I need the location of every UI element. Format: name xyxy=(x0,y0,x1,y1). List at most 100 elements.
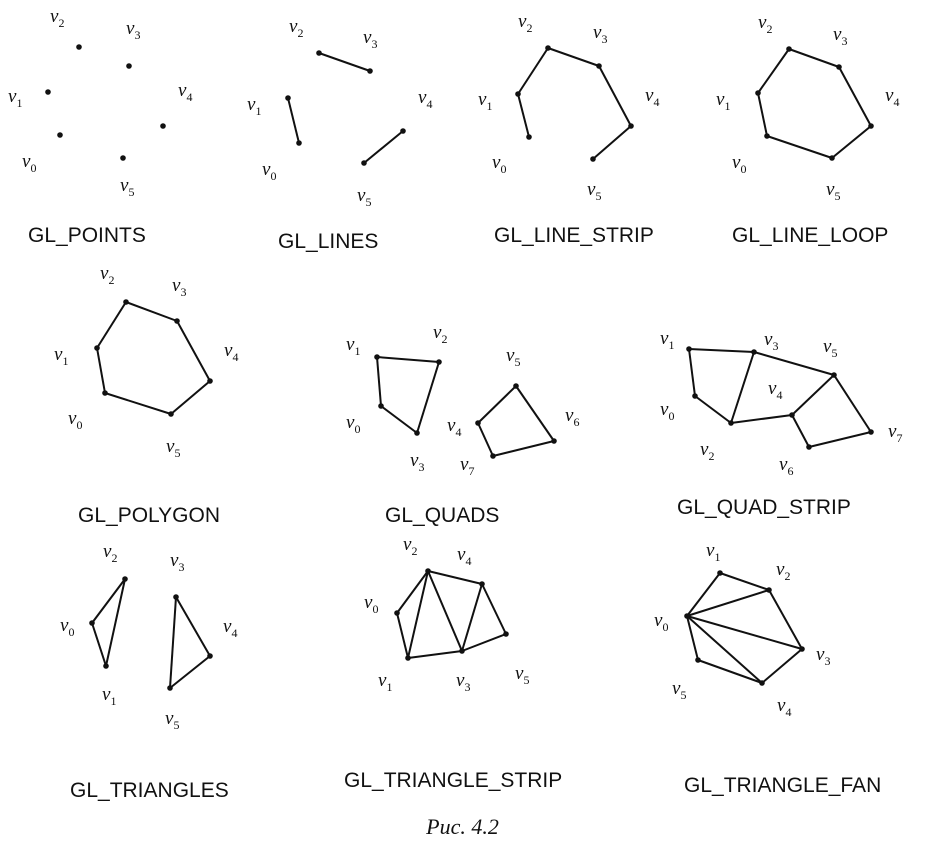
gl-triangle-fan-vertex-2 xyxy=(766,587,772,593)
gl-quads-edge-v4-v5 xyxy=(477,385,517,424)
gl-lines-vertex-label-1: v1 xyxy=(247,94,261,118)
gl-triangle-fan-vertex-label-2: v2 xyxy=(776,559,790,583)
gl-triangles-vertex-label-2: v2 xyxy=(103,541,117,565)
gl-triangle-fan-edge-v0-v1 xyxy=(686,572,721,617)
gl-points-vertex-2 xyxy=(76,44,82,50)
gl-polygon-caption: GL_POLYGON xyxy=(78,504,220,527)
gl-line-strip-vertex-label-5: v5 xyxy=(587,179,601,203)
gl-quad-strip-edge-v2-v4 xyxy=(730,414,793,424)
gl-quads-vertex-1 xyxy=(374,354,380,360)
points-layer xyxy=(45,44,874,691)
gl-quads-vertex-2 xyxy=(436,359,442,365)
gl-line-loop-vertex-label-4: v4 xyxy=(885,85,899,109)
gl-line-strip-vertex-label-2: v2 xyxy=(518,11,532,35)
gl-triangle-fan-caption: GL_TRIANGLE_FAN xyxy=(684,774,881,797)
gl-lines-vertex-2 xyxy=(316,50,322,56)
gl-lines-vertex-3 xyxy=(367,68,373,74)
gl-quads-edge-v3-v0 xyxy=(380,405,418,434)
gl-quad-strip-edge-v2-v3 xyxy=(730,351,755,424)
gl-quads-edge-v1-v2 xyxy=(376,356,440,363)
gl-quad-strip-edge-v5-v3 xyxy=(753,351,835,376)
gl-points-vertex-label-0: v0 xyxy=(22,151,36,175)
gl-quad-strip-vertex-label-5: v5 xyxy=(823,336,837,360)
gl-quads-vertex-5 xyxy=(513,383,519,389)
gl-quad-strip-edge-v4-v5 xyxy=(791,374,835,416)
gl-line-strip-edge-v0-v1 xyxy=(517,93,530,138)
gl-quads-vertex-3 xyxy=(414,430,420,436)
gl-triangle-strip-vertex-label-4: v4 xyxy=(457,544,471,568)
gl-line-loop-vertex-1 xyxy=(755,90,761,96)
gl-quad-strip-vertex-7 xyxy=(868,429,874,435)
gl-triangle-fan-edge-v4-v5 xyxy=(697,659,763,684)
gl-polygon-edge-v3-v4 xyxy=(176,320,211,382)
gl-triangle-strip-edge-v2-v3 xyxy=(427,570,463,652)
gl-quad-strip-vertex-1 xyxy=(686,346,692,352)
gl-quads-vertex-4 xyxy=(475,420,481,426)
gl-line-loop-edge-v5-v0 xyxy=(766,135,833,159)
gl-line-loop-edge-v2-v3 xyxy=(788,48,840,68)
gl-triangle-strip-vertex-label-5: v5 xyxy=(515,663,529,687)
gl-triangle-strip-vertex-label-0: v0 xyxy=(364,592,378,616)
gl-points-vertex-1 xyxy=(45,89,51,95)
gl-polygon-vertex-label-4: v4 xyxy=(224,340,238,364)
gl-triangle-fan-edge-v0-v2 xyxy=(686,589,770,617)
gl-polygon-vertex-3 xyxy=(174,318,180,324)
gl-lines-edge-v2-v3 xyxy=(318,52,371,72)
gl-line-strip-vertex-label-4: v4 xyxy=(645,85,659,109)
gl-lines-vertex-label-2: v2 xyxy=(289,16,303,40)
gl-triangles-caption: GL_TRIANGLES xyxy=(70,779,229,802)
gl-line-loop-vertex-3 xyxy=(836,64,842,70)
gl-quads-vertex-label-3: v3 xyxy=(410,450,424,474)
gl-line-loop-vertex-4 xyxy=(868,123,874,129)
gl-line-strip-vertex-5 xyxy=(590,156,596,162)
gl-quads-vertex-label-2: v2 xyxy=(433,322,447,346)
gl-line-strip-edge-v3-v4 xyxy=(598,65,632,127)
gl-polygon-vertex-0 xyxy=(102,390,108,396)
gl-polygon-edge-v2-v3 xyxy=(125,301,178,322)
gl-lines-vertex-label-5: v5 xyxy=(357,185,371,209)
gl-triangles-edge-v0-v1 xyxy=(91,622,107,667)
gl-triangles-vertex-2 xyxy=(122,576,128,582)
gl-line-strip-caption: GL_LINE_STRIP xyxy=(494,224,654,247)
gl-polygon-edge-v5-v0 xyxy=(104,392,172,415)
gl-quad-strip-vertex-3 xyxy=(751,349,757,355)
gl-points-vertex-3 xyxy=(126,63,132,69)
gl-polygon-edge-v0-v1 xyxy=(96,347,106,394)
gl-triangles-edge-v4-v5 xyxy=(169,655,211,689)
gl-quad-strip-vertex-label-7: v7 xyxy=(888,421,902,445)
gl-triangle-fan-vertex-0 xyxy=(684,613,690,619)
gl-triangle-strip-vertex-label-1: v1 xyxy=(378,670,392,694)
gl-triangle-fan-edge-v3-v4 xyxy=(761,648,803,684)
gl-triangle-strip-edge-v0-v2 xyxy=(396,570,429,614)
gl-lines-caption: GL_LINES xyxy=(278,230,378,253)
gl-quad-strip-vertex-label-6: v6 xyxy=(779,454,793,478)
gl-line-loop-vertex-0 xyxy=(764,133,770,139)
gl-quad-strip-vertex-5 xyxy=(831,372,837,378)
gl-triangle-fan-vertex-1 xyxy=(717,570,723,576)
gl-triangle-strip-edge-v1-v3 xyxy=(407,650,463,659)
gl-triangle-strip-edge-v4-v5 xyxy=(481,583,507,635)
gl-triangle-fan-edge-v0-v4 xyxy=(686,615,763,684)
gl-line-strip-edge-v4-v5 xyxy=(592,125,632,160)
gl-points-vertex-0 xyxy=(57,132,63,138)
gl-triangle-strip-vertex-5 xyxy=(503,631,509,637)
gl-polygon-vertex-4 xyxy=(207,378,213,384)
gl-line-loop-vertex-label-3: v3 xyxy=(833,24,847,48)
gl-points-vertex-4 xyxy=(160,123,166,129)
gl-triangles-vertex-5 xyxy=(167,685,173,691)
gl-triangles-vertex-label-5: v5 xyxy=(165,708,179,732)
gl-triangle-fan-edge-v2-v3 xyxy=(768,589,803,650)
gl-quad-strip-edge-v4-v6 xyxy=(791,414,810,448)
gl-quad-strip-vertex-0 xyxy=(692,393,698,399)
gl-quads-caption: GL_QUADS xyxy=(385,504,499,527)
gl-triangle-strip-vertex-label-3: v3 xyxy=(456,670,470,694)
gl-quads-edge-v0-v1 xyxy=(376,356,382,407)
gl-quads-edge-v2-v3 xyxy=(416,361,440,434)
gl-triangle-strip-vertex-1 xyxy=(405,655,411,661)
gl-quads-vertex-label-0: v0 xyxy=(346,412,360,436)
gl-triangle-fan-edge-v1-v2 xyxy=(719,572,770,591)
gl-triangle-fan-edge-v0-v3 xyxy=(686,615,803,650)
gl-line-loop-caption: GL_LINE_LOOP xyxy=(732,224,888,247)
